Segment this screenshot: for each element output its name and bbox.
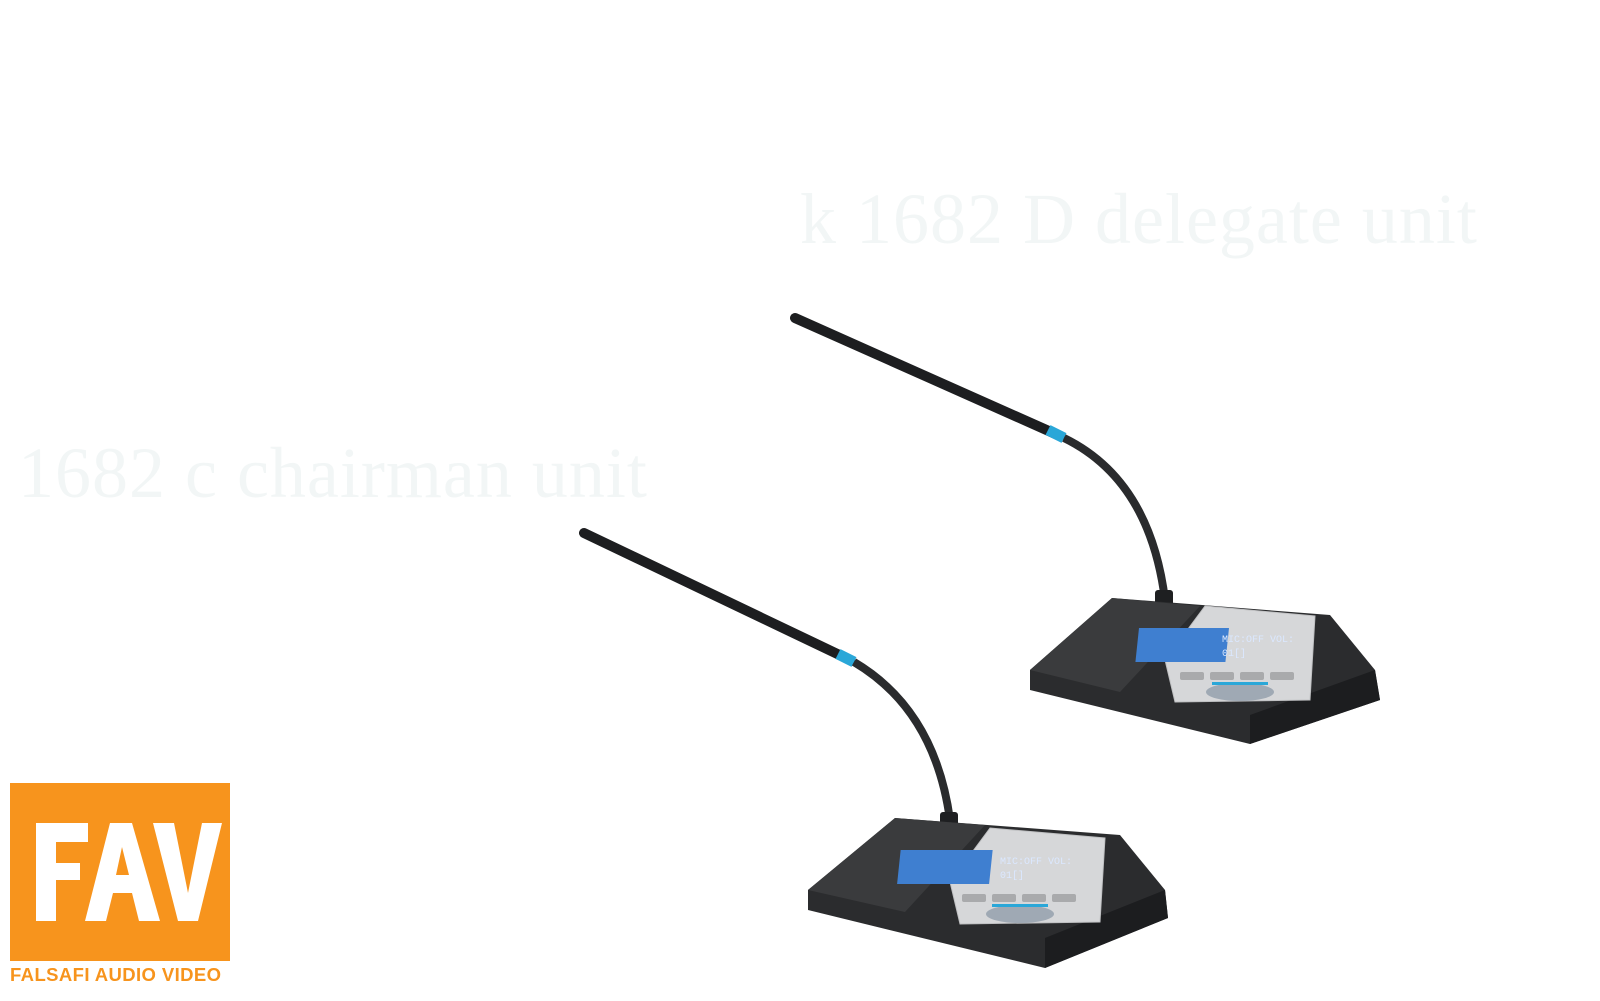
- delegate-screen-line1: MIC:OFF VOL:: [1222, 635, 1294, 646]
- delegate-screen-line2: 01[]: [1222, 648, 1246, 660]
- fav-logo-caption: FALSAFI AUDIO VIDEO: [10, 964, 222, 985]
- chairman-screen-line1: MIC:OFF VOL:: [1000, 857, 1072, 868]
- chairman-unit-label: 1682 c chairman unit: [18, 433, 648, 513]
- delegate-unit-label: k 1682 D delegate unit: [800, 179, 1478, 259]
- chairman-screen-line2: 01[]: [1000, 870, 1024, 882]
- fav-logo: FALSAFI AUDIO VIDEO: [10, 783, 230, 1001]
- fav-logo-letters: [36, 823, 222, 921]
